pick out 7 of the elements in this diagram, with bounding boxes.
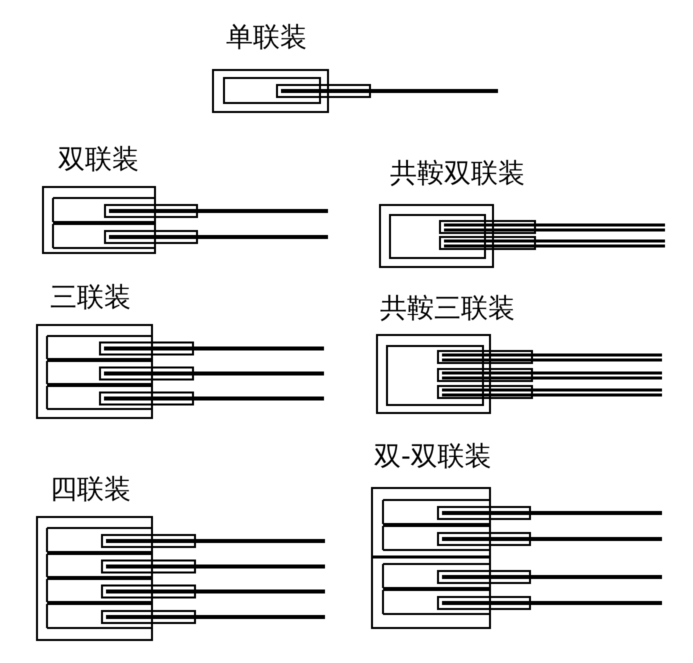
drawing-title: 单联装 bbox=[226, 22, 307, 54]
drawing-title: 双-双联装 bbox=[374, 441, 492, 473]
drawing-title: 三联装 bbox=[50, 282, 131, 314]
drawing-title: 共鞍三联装 bbox=[380, 293, 515, 325]
drawing-title: 双联装 bbox=[58, 144, 139, 176]
drawing-title: 四联装 bbox=[50, 474, 131, 506]
drawing-title: 共鞍双联装 bbox=[390, 158, 525, 190]
